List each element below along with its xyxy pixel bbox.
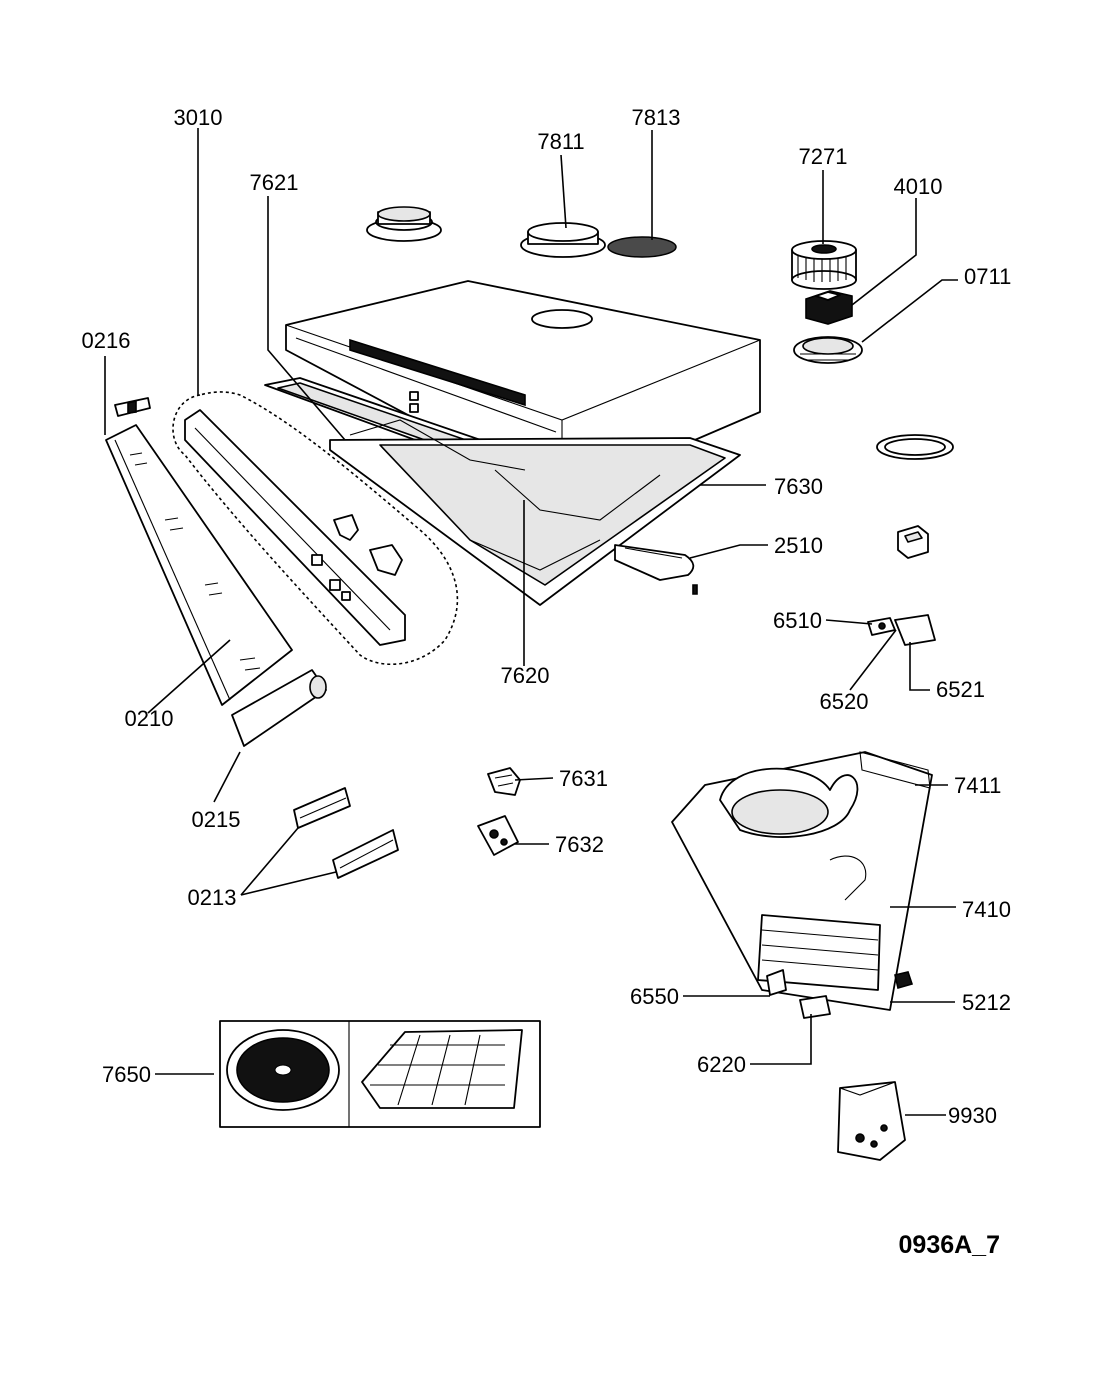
vent-collar-part [366, 206, 442, 242]
clip-5212-part [894, 971, 914, 990]
label-0711: 0711 [964, 264, 1011, 289]
label-2510: 2510 [774, 533, 823, 558]
label-7620: 7620 [501, 663, 550, 688]
filter-box-7650 [219, 1020, 541, 1128]
filter-tray-7630-part [329, 419, 741, 606]
bracket-7632-part [477, 815, 519, 856]
collar-7811-part [520, 222, 606, 258]
label-4010: 4010 [894, 174, 943, 199]
label-0215: 0215 [192, 807, 241, 832]
label-7410: 7410 [962, 897, 1011, 922]
label-6520: 6520 [820, 689, 869, 714]
holder-0215-part [231, 669, 327, 747]
label-5212: 5212 [962, 990, 1011, 1015]
leader-lines [104, 128, 958, 1116]
glass-panel-0210-part [105, 424, 293, 706]
label-9930: 9930 [948, 1103, 997, 1128]
label-6550: 6550 [630, 984, 679, 1009]
ring-gasket-part [876, 434, 954, 460]
fan-housing-7410-part [671, 751, 933, 1011]
clip-7631-part [487, 767, 521, 796]
label-7411: 7411 [954, 773, 1001, 798]
label-7650: 7650 [102, 1062, 151, 1087]
strip-2510-part [614, 544, 698, 595]
flap-7813-part [607, 236, 677, 258]
label-7811: 7811 [537, 129, 584, 154]
label-6220: 6220 [697, 1052, 746, 1077]
label-6521: 6521 [936, 677, 985, 702]
switch-parts [333, 514, 403, 576]
connector-part [897, 525, 929, 559]
block-6550-part [766, 969, 787, 996]
clip-0216-part [114, 397, 151, 417]
switches-0213-part [293, 787, 399, 879]
label-0216: 0216 [82, 328, 131, 353]
control-strip-3010-part [184, 409, 406, 646]
label-7632: 7632 [555, 832, 604, 857]
fixing-bag-9930-part [837, 1081, 906, 1161]
part-labels: 3010 7621 7811 7813 7271 4010 0711 0216 … [82, 105, 1012, 1259]
label-7271: 7271 [799, 144, 848, 169]
drawing-code: 0936A_7 [899, 1231, 1000, 1259]
fan-0711-part [793, 336, 863, 364]
label-7813: 7813 [632, 105, 681, 130]
label-0210: 0210 [125, 706, 174, 731]
block-4010-part [805, 290, 853, 325]
label-7621: 7621 [250, 170, 299, 195]
label-6510: 6510 [773, 608, 822, 633]
motor-7271-part [791, 240, 857, 290]
label-7631: 7631 [559, 766, 608, 791]
lamp-6510-part [867, 614, 936, 646]
group-outline-3010 [172, 391, 459, 665]
block-6220-part [799, 995, 831, 1019]
label-7630: 7630 [774, 474, 823, 499]
label-3010: 3010 [174, 105, 223, 130]
label-0213: 0213 [188, 885, 237, 910]
